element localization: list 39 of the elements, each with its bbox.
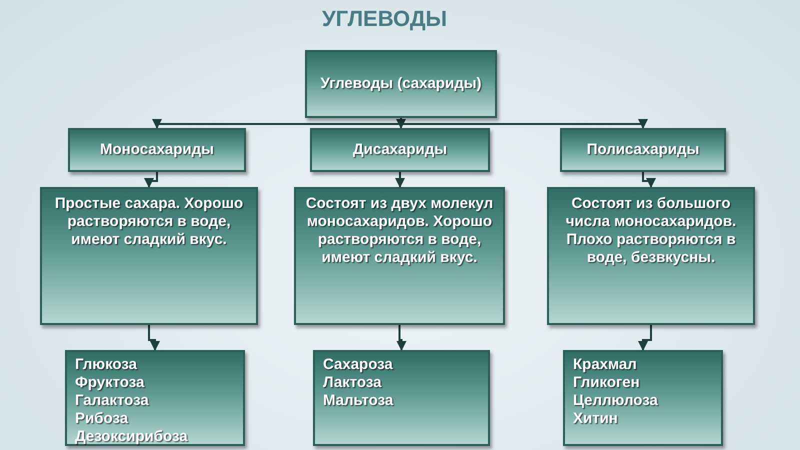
description-box	[547, 187, 755, 325]
title: УГЛЕВОДЫ	[322, 6, 448, 32]
examples-box	[563, 350, 723, 446]
box-text: Углеводы (сахариды)	[320, 75, 482, 93]
list-item: Хитин	[573, 410, 618, 428]
root-box	[305, 50, 497, 118]
list-item: Гликоген	[573, 374, 640, 392]
box-text: Дисахариды	[352, 141, 448, 159]
list-item: Глюкоза	[75, 356, 137, 374]
arrow	[152, 118, 402, 129]
category-box	[310, 128, 490, 172]
examples-box	[313, 350, 490, 446]
arrow	[400, 118, 648, 129]
list-item: Сахароза	[323, 356, 393, 374]
description-box	[40, 187, 258, 325]
list-item: Галактоза	[75, 392, 149, 410]
list-item: Целлюлоза	[573, 392, 658, 410]
arrow	[396, 325, 406, 351]
list-item: Дезоксирибоза	[75, 428, 188, 446]
box-text: Моносахариды	[100, 141, 214, 159]
arrow	[148, 325, 160, 351]
box-text: Полисахариды	[586, 141, 700, 159]
arrow	[395, 172, 405, 188]
category-box	[560, 128, 726, 172]
box-text: Простые сахара. Хорошо растворяются в воде, имеют сладкий вкус.	[54, 195, 244, 249]
arrow	[144, 172, 158, 188]
arrow	[396, 118, 406, 129]
category-box	[68, 128, 246, 172]
list-item: Мальтоза	[323, 392, 394, 410]
list-item: Рибоза	[75, 410, 128, 428]
arrow	[642, 172, 656, 188]
box-text: Состоят из большого числа моносахаридов. Плохо растворяются в воде, безвкусны.	[564, 195, 738, 267]
description-box	[294, 187, 505, 325]
list-item: Крахмал	[573, 356, 637, 374]
list-item: Лактоза	[323, 374, 382, 392]
list-item: Фруктоза	[75, 374, 144, 392]
box-text: Состоят из двух молекул моносахаридов. Хорошо растворяются в воде, имеют сладкий вкус.	[304, 195, 494, 267]
examples-box	[65, 350, 245, 446]
arrow	[638, 325, 652, 351]
